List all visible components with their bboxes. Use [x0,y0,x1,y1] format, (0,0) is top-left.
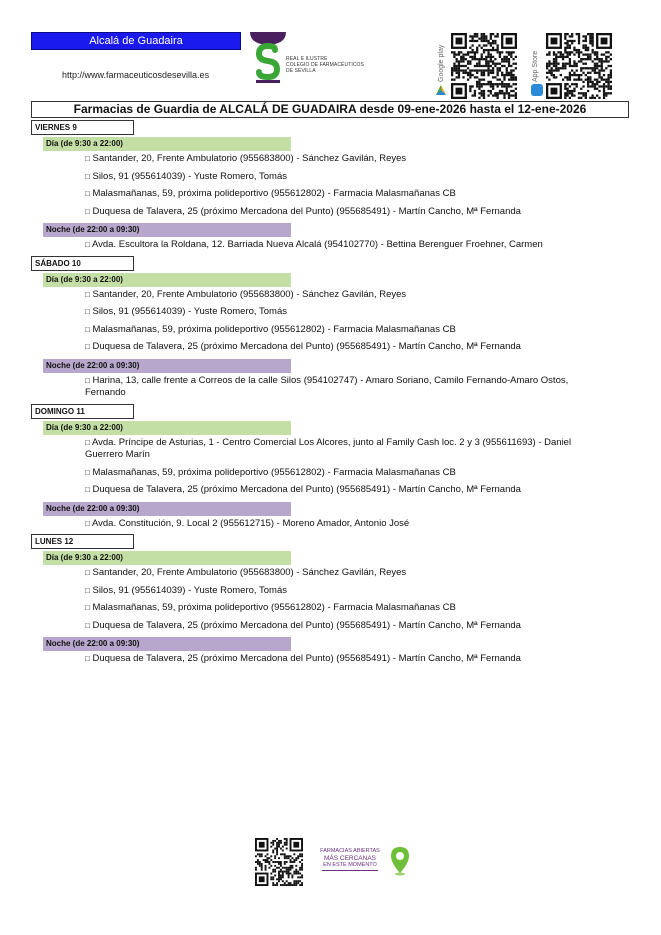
footer-divider [322,870,378,871]
pharmacy-entry: □ Duquesa de Talavera, 25 (próximo Merca… [85,482,585,500]
day-shift-label: Día (de 9:30 a 22:00) [43,272,291,287]
pharmacy-entry-text: Silos, 91 (955614039) - Yuste Romero, To… [92,170,287,182]
app-store-label: App Store [532,50,539,82]
pharmacy-entry-text: Duquesa de Talavera, 25 (próximo Mercado… [92,205,521,217]
pharmacy-entry: □ Malasmañanas, 59, próxima polideportiv… [85,465,585,483]
day-label: SÁBADO 10 [31,255,134,271]
nearby-line-2: MÁS CERCANAS [323,855,376,862]
pharmacy-entry-text: Avda. Príncipe de Asturias, 1 - Centro C… [85,436,572,461]
pharmacy-entry-text: Avda. Constitución, 9. Local 2 (95561271… [91,517,410,529]
checkbox-icon: □ [85,307,90,316]
google-play-label: Google play [438,44,445,82]
pharmacy-entry: □ Santander, 20, Frente Ambulatorio (955… [85,565,585,583]
pharmacy-entry-text: Santander, 20, Frente Ambulatorio (95568… [92,567,407,578]
pharmacy-entry-text: Malasmañanas, 59, próxima polideportivo … [92,323,456,335]
google-play-icon[interactable] [435,84,447,96]
college-name: REAL E ILUSTRE COLEGIO DE FARMACÉUTICOS … [286,56,381,74]
pharmacy-entry-text: Silos, 91 (955614039) - Yuste Romero, To… [92,584,287,596]
nearby-pharmacies-label: FARMACIAS ABIERTAS MÁS CERCANAS EN ESTE … [314,848,386,871]
nearby-line-3: EN ESTE MOMENTO [323,862,377,868]
pharmacy-entry: □ Harina, 13, calle frente a Correos de … [85,373,585,403]
pharmacy-entry-text: Duquesa de Talavera, 25 (próximo Mercado… [92,341,521,352]
checkbox-icon: □ [85,437,90,447]
checkbox-icon: □ [85,654,90,663]
pharmacy-entry: □ Avda. Constitución, 9. Local 2 (955612… [85,516,585,534]
checkbox-icon: □ [85,375,90,385]
checkbox-icon: □ [85,171,90,181]
pharmacy-entry-text: Santander, 20, Frente Ambulatorio (95568… [92,153,407,164]
checkbox-icon: □ [85,154,90,163]
google-play-qr-code[interactable] [451,33,517,99]
checkbox-icon: □ [85,467,90,477]
pharmacy-entry: □ Silos, 91 (955614039) - Yuste Romero, … [85,583,585,601]
pharmacy-entry: □ Duquesa de Talavera, 25 (próximo Merca… [85,204,585,222]
location-pin-icon[interactable] [390,846,410,876]
college-name-line: DE SEVILLA [286,68,316,74]
day-shift-label: Día (de 9:30 a 22:00) [43,137,291,151]
checkbox-icon: □ [85,603,90,612]
pharmacy-entry-text: Santander, 20, Frente Ambulatorio (95568… [92,288,407,300]
night-shift-label: Noche (de 22:00 a 09:30) [43,501,291,516]
pharmacy-entry-text: Duquesa de Talavera, 25 (próximo Mercado… [92,653,521,664]
pharmacy-entry: □ Malasmañanas, 59, próxima polideportiv… [85,600,585,618]
pharmacy-entry: □ Avda. Príncipe de Asturias, 1 - Centro… [85,435,585,465]
pharmacy-entry-text: Avda. Escultora la Roldana, 12. Barriada… [91,239,543,250]
checkbox-icon: □ [85,206,90,216]
night-shift-label: Noche (de 22:00 a 09:30) [43,358,291,373]
checkbox-icon: □ [85,189,90,198]
checkbox-icon: □ [85,568,90,577]
pharmacy-entry-text: Duquesa de Talavera, 25 (próximo Mercado… [92,619,521,631]
pharmacy-entry-text: Malasmañanas, 59, próxima polideportivo … [92,466,456,478]
checkbox-icon: □ [85,324,90,334]
night-shift-label: Noche (de 22:00 a 09:30) [43,223,291,237]
day-label: DOMINGO 11 [31,403,134,419]
pharmacy-entry-text: Duquesa de Talavera, 25 (próximo Mercado… [92,484,521,495]
pharmacy-entry: □ Santander, 20, Frente Ambulatorio (955… [85,151,585,169]
checkbox-icon: □ [85,485,90,494]
pharmacy-entry: □ Duquesa de Talavera, 25 (próximo Merca… [85,651,585,669]
app-store-icon[interactable] [531,84,543,96]
checkbox-icon: □ [85,620,90,630]
pharmacy-entry: □ Silos, 91 (955614039) - Yuste Romero, … [85,169,585,187]
college-name-line: REAL E ILUSTRE [286,56,328,62]
pharmacy-entry: □ Malasmañanas, 59, próxima polideportiv… [85,186,585,204]
app-store-qr-code[interactable] [546,33,612,99]
checkbox-icon: □ [85,240,90,249]
pharmacy-entry: □ Malasmañanas, 59, próxima polideportiv… [85,322,585,340]
pharmacy-entry: □ Silos, 91 (955614039) - Yuste Romero, … [85,304,585,322]
checkbox-icon: □ [85,289,90,299]
nearby-line-1: FARMACIAS ABIERTAS [320,848,380,854]
pharmacy-entry-text: Malasmañanas, 59, próxima polideportivo … [92,188,456,199]
college-name-line: COLEGIO DE FARMACÉUTICOS [286,62,364,68]
college-logo [250,32,286,83]
checkbox-icon: □ [85,585,90,595]
day-label: VIERNES 9 [31,120,134,135]
town-label: Alcalá de Guadaira [31,32,241,50]
pharmacy-entry-text: Malasmañanas, 59, próxima polideportivo … [92,602,456,613]
pharmacy-entry-text: Harina, 13, calle frente a Correos de la… [85,374,569,399]
day-label: LUNES 12 [31,534,134,549]
checkbox-icon: □ [85,518,90,528]
website-link[interactable]: http://www.farmaceuticosdesevilla.es [62,70,210,80]
pharmacy-entry: □ Santander, 20, Frente Ambulatorio (955… [85,287,585,305]
nearby-pharmacies-qr-code[interactable] [255,838,303,886]
day-shift-label: Día (de 9:30 a 22:00) [43,420,291,435]
pharmacy-entry: □ Avda. Escultora la Roldana, 12. Barria… [85,237,585,255]
page-title: Farmacias de Guardia de ALCALÁ DE GUADAI… [31,101,629,118]
checkbox-icon: □ [85,342,90,351]
pharmacy-entry: □ Duquesa de Talavera, 25 (próximo Merca… [85,339,585,357]
night-shift-label: Noche (de 22:00 a 09:30) [43,637,291,651]
pharmacy-entry-text: Silos, 91 (955614039) - Yuste Romero, To… [92,306,287,317]
pharmacy-entry: □ Duquesa de Talavera, 25 (próximo Merca… [85,618,585,636]
day-shift-label: Día (de 9:30 a 22:00) [43,551,291,565]
